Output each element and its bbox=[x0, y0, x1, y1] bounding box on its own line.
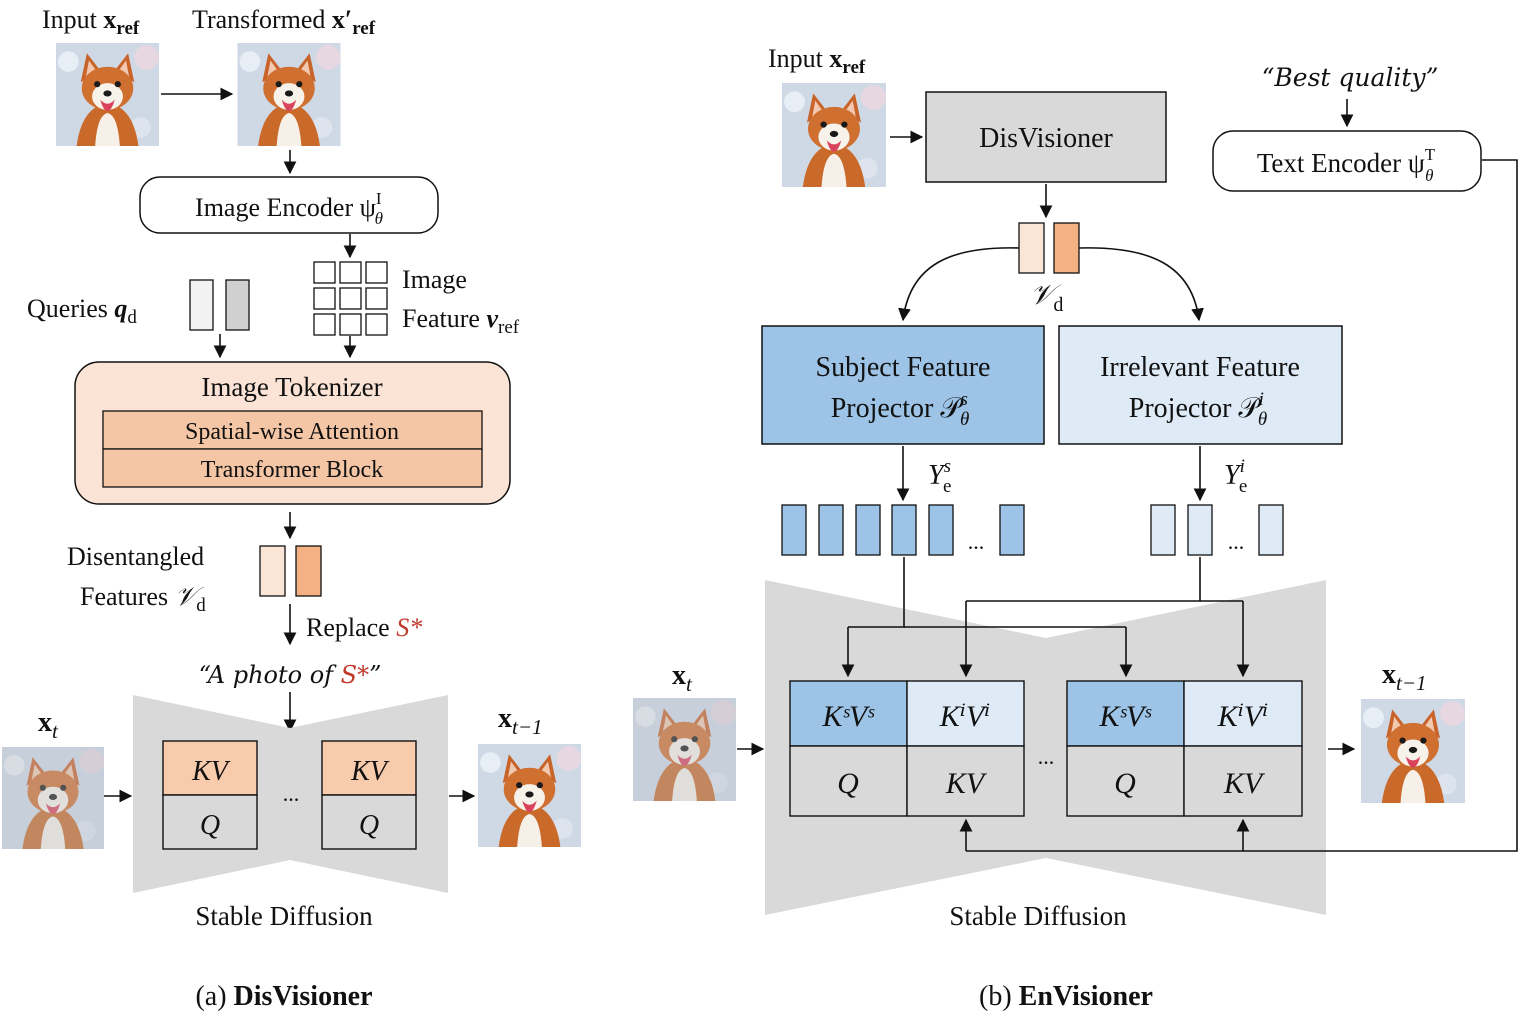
a-disentangled-token-dark bbox=[295, 545, 322, 597]
b-input-image bbox=[782, 83, 886, 187]
a-input-label: Input xref bbox=[42, 5, 140, 39]
b-irrelevant-token bbox=[1150, 504, 1176, 556]
b-irrelevant-line1: Irrelevant Feature bbox=[1100, 352, 1300, 383]
b-irrelevant-tokens-ellipsis: ... bbox=[1228, 529, 1245, 554]
b-mid-ellipsis: ... bbox=[1038, 744, 1055, 769]
a-tokenizer-row1 bbox=[102, 410, 483, 450]
b-curve-to-subject bbox=[898, 247, 1020, 322]
a-kv-label-2: KV bbox=[350, 756, 390, 787]
b-irrelevant-tokens bbox=[1150, 504, 1284, 556]
b-vd-label: 𝒱d bbox=[1030, 280, 1063, 316]
b-q-label-1: Q bbox=[837, 767, 859, 800]
a-tokenizer-title: Image Tokenizer bbox=[201, 372, 382, 402]
a-transformed-label: Transformed x′ref bbox=[192, 5, 376, 39]
b-kivi-box-1 bbox=[906, 680, 1025, 747]
b-subject-tokens bbox=[781, 504, 1025, 556]
b-input-label: Input xref bbox=[768, 44, 866, 78]
a-kv-label-1: KV bbox=[191, 756, 231, 787]
b-kv-label-1: KV bbox=[945, 767, 988, 800]
a-tokenizer-row2 bbox=[102, 448, 483, 488]
b-q-label-2: Q bbox=[1114, 767, 1136, 800]
b-disvisioner-label: DisVisioner bbox=[979, 123, 1113, 154]
b-ksvs-box-1 bbox=[789, 680, 908, 747]
b-irrelevant-token bbox=[1258, 504, 1284, 556]
b-subject-token bbox=[999, 504, 1025, 556]
b-subject-token bbox=[781, 504, 807, 556]
a-caption: (a) DisVisioner bbox=[195, 981, 372, 1012]
a-prompt: “A photo of S*” bbox=[199, 661, 382, 689]
b-subject-projector-box bbox=[761, 325, 1045, 445]
b-best-quality: “Best quality” bbox=[1262, 63, 1439, 92]
a-ellipsis: ... bbox=[283, 781, 300, 806]
a-q-box-2 bbox=[321, 794, 417, 850]
b-curve-to-irrelevant bbox=[1078, 247, 1204, 322]
b-kv-label-2: KV bbox=[1223, 767, 1266, 800]
b-ksvs-label-2: KˢVˢ bbox=[1099, 700, 1153, 733]
b-subject-token bbox=[818, 504, 844, 556]
b-xt-label: xt bbox=[672, 660, 693, 696]
a-queries-label: Queries qd bbox=[27, 294, 137, 328]
a-input-image bbox=[56, 43, 159, 146]
a-disentangled-label-1: Disentangled bbox=[67, 542, 204, 571]
a-disentangled-token-light bbox=[259, 545, 286, 597]
b-irrelevant-projector-box bbox=[1058, 325, 1343, 445]
a-xt-image bbox=[2, 747, 104, 849]
b-subject-token bbox=[891, 504, 917, 556]
b-xt1-image bbox=[1361, 699, 1465, 803]
b-text-encoder-box bbox=[1212, 130, 1482, 192]
a-kv-box-1 bbox=[162, 740, 258, 796]
b-ksvs-label-1: KˢVˢ bbox=[822, 700, 876, 733]
a-image-encoder-box bbox=[139, 176, 439, 234]
panel-b: Input xref DisVisioner 𝒱d “Best quality”… bbox=[633, 44, 1518, 1012]
a-tokenizer-row1-label: Spatial-wise Attention bbox=[185, 419, 399, 445]
a-transformed-image bbox=[237, 43, 341, 146]
b-routing-lines bbox=[841, 159, 1518, 852]
b-sd-label: Stable Diffusion bbox=[949, 901, 1127, 931]
b-ksvs-box-2 bbox=[1066, 680, 1185, 747]
b-q-box-2 bbox=[1066, 745, 1185, 817]
b-subject-token bbox=[928, 504, 954, 556]
b-xt1-label: xt−1 bbox=[1382, 659, 1427, 695]
a-image-feature-label-2: Feature vref bbox=[402, 304, 520, 338]
a-tokenizer-row2-label: Transformer Block bbox=[201, 457, 383, 483]
a-replace-label: Replace S* bbox=[306, 613, 422, 642]
b-stable-diffusion-shape bbox=[765, 580, 1326, 915]
a-query-token-light bbox=[189, 279, 214, 331]
b-kivi-box-2 bbox=[1183, 680, 1303, 747]
b-subject-token bbox=[855, 504, 881, 556]
b-vd-token-light bbox=[1018, 222, 1045, 274]
a-image-feature-label-1: Image bbox=[402, 265, 467, 294]
a-q-label-2: Q bbox=[359, 810, 379, 841]
a-xt1-image bbox=[478, 744, 581, 847]
panel-a: Input xref Transformed x′ref Image Encod… bbox=[2, 5, 581, 1012]
b-kivi-label-1: KⁱVⁱ bbox=[939, 700, 990, 733]
b-irrelevant-token bbox=[1187, 504, 1213, 556]
grid-feature-icon bbox=[313, 261, 388, 336]
b-xt-image bbox=[633, 698, 736, 801]
a-q-box-1 bbox=[162, 794, 258, 850]
a-xt1-label: xt−1 bbox=[498, 703, 543, 739]
b-disvisioner-box bbox=[925, 91, 1167, 183]
a-query-token-dark bbox=[225, 279, 250, 331]
a-disentangled-label-2: Features 𝒱d bbox=[80, 582, 206, 616]
b-subject-tokens-ellipsis: ... bbox=[968, 529, 985, 554]
b-q-box-1 bbox=[789, 745, 908, 817]
b-subject-line1: Subject Feature bbox=[816, 352, 991, 383]
a-q-label-1: Q bbox=[200, 810, 220, 841]
b-kivi-label-2: KⁱVⁱ bbox=[1217, 700, 1268, 733]
b-kv-box-2 bbox=[1183, 745, 1303, 817]
b-caption: (b) EnVisioner bbox=[979, 981, 1153, 1012]
a-sd-label: Stable Diffusion bbox=[195, 901, 373, 931]
b-vd-token-dark bbox=[1053, 222, 1080, 274]
a-xt-label: xt bbox=[38, 707, 59, 743]
b-kv-box-1 bbox=[906, 745, 1025, 817]
